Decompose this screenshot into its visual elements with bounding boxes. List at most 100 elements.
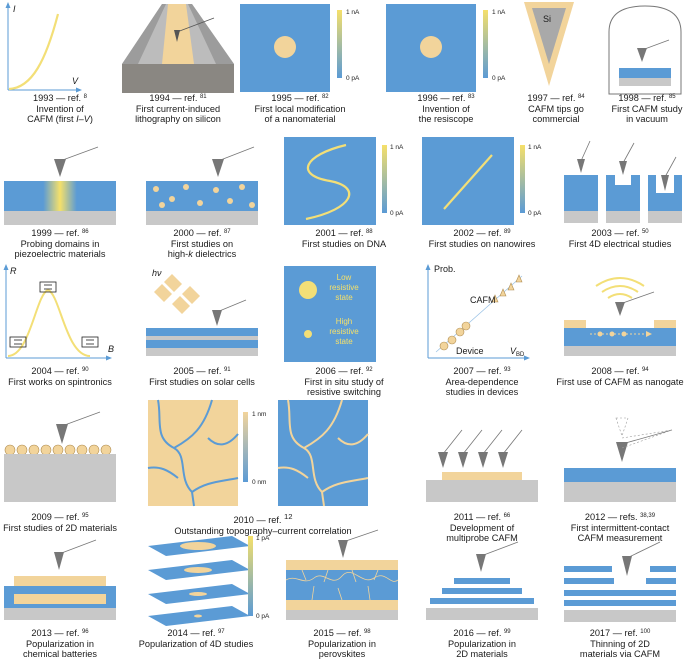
panel-2008: 2008 — ref. 94 First use of CAFM as nano… bbox=[556, 262, 684, 387]
panel-2006: Low resistive state High resistive state… bbox=[284, 262, 404, 397]
device-label: Device bbox=[456, 346, 484, 356]
svg-text:state: state bbox=[335, 293, 353, 302]
scale-min: 0 pA bbox=[390, 210, 404, 217]
caption-2004: 2004 — ref. 90 First works on spintronic… bbox=[8, 366, 112, 387]
svg-text:resistive: resistive bbox=[329, 283, 359, 292]
vbd-label: VBD bbox=[510, 346, 525, 358]
scale-max: 1 nA bbox=[528, 144, 542, 151]
si-label: Si bbox=[543, 14, 551, 24]
topography-current-illustration: 1 nm 0 nm bbox=[147, 399, 369, 507]
scale-min: 0 pA bbox=[346, 75, 360, 82]
scale-max: 1 nm bbox=[252, 411, 266, 418]
panel-1993: I V 1993 — ref. 8 Invention of CAFM (fir… bbox=[0, 0, 120, 124]
panel-2010: 1 nm 0 nm 2010 — ref. 12 Outstanding top… bbox=[147, 399, 418, 536]
axis-r-label: R bbox=[10, 266, 17, 276]
panel-2001: 1 nA 0 pA 2001 — ref. 88 First studies o… bbox=[284, 135, 404, 257]
caption-2014: 2014 — ref. 97 Popularization of 4D stud… bbox=[138, 628, 254, 649]
scale-min: 0 pA bbox=[256, 613, 270, 620]
caption-2009: 2009 — ref. 95 First studies of 2D mater… bbox=[3, 512, 117, 533]
panel-1995: 1 nA 0 pA 1995 — ref. 82 First local mod… bbox=[240, 0, 360, 124]
caption-2003: 2003 — ref. 50 First 4D electrical studi… bbox=[568, 228, 672, 249]
lithography-illustration bbox=[122, 4, 234, 93]
vacuum-chamber-illustration bbox=[608, 5, 682, 95]
panel-2004: R B 2004 — ref. 90 First works on spintr… bbox=[0, 262, 120, 387]
panel-2012: 2012 — refs. 38,39 First intermittent-co… bbox=[560, 408, 680, 543]
svg-text:state: state bbox=[335, 337, 353, 346]
panel-2005: hν 2005 — ref. 91 First studies on solar… bbox=[142, 262, 262, 387]
nanowire-illustration: 1 nA 0 pA bbox=[422, 137, 542, 225]
caption-2001: 2001 — ref. 88 First studies on DNA bbox=[301, 228, 387, 249]
2d-popularization-illustration bbox=[426, 541, 538, 620]
scale-max: 1 nA bbox=[390, 144, 404, 151]
high-k-illustration bbox=[146, 146, 258, 225]
hv-label: hν bbox=[152, 268, 162, 278]
scale-min: 0 pA bbox=[492, 75, 506, 82]
prob-label: Prob. bbox=[434, 264, 456, 274]
dna-illustration: 1 nA 0 pA bbox=[284, 137, 404, 225]
spintronics-illustration: R B bbox=[3, 264, 114, 361]
nanogate-illustration bbox=[564, 277, 676, 356]
axis-i-label: I bbox=[13, 4, 16, 14]
svg-text:High: High bbox=[336, 317, 352, 326]
caption-2012: 2012 — refs. 38,39 First intermittent-co… bbox=[570, 512, 670, 544]
solar-cell-illustration: hν bbox=[146, 268, 258, 356]
resistive-switching-illustration: Low resistive state High resistive state bbox=[284, 266, 376, 362]
resiscope-illustration: 1 nA 0 pA bbox=[386, 4, 506, 92]
2d-thinning-illustration bbox=[564, 541, 676, 622]
cafm-label: CAFM bbox=[470, 295, 496, 305]
local-modification-illustration: 1 nA 0 pA bbox=[240, 4, 360, 92]
caption-2005: 2005 — ref. 91 First studies on solar ce… bbox=[149, 366, 255, 387]
scale-min: 0 pA bbox=[528, 210, 542, 217]
4d-studies-illustration: 1 pA 0 pA bbox=[148, 535, 270, 626]
scale-max: 1 pA bbox=[256, 535, 270, 542]
panel-2002: 1 nA 0 pA 2002 — ref. 89 First studies o… bbox=[422, 135, 542, 257]
perovskite-illustration bbox=[285, 529, 399, 620]
axis-v-label: V bbox=[72, 76, 79, 86]
caption-1993: 1993 — ref. 8 Invention of CAFM (first I… bbox=[27, 93, 93, 125]
scale-max: 1 nA bbox=[346, 9, 360, 16]
caption-2002: 2002 — ref. 89 First studies on nanowire… bbox=[428, 228, 536, 249]
intermittent-contact-illustration bbox=[564, 417, 676, 502]
2d-materials-illustration bbox=[4, 411, 116, 502]
panel-2003: 2003 — ref. 50 First 4D electrical studi… bbox=[560, 135, 682, 257]
multiprobe-illustration bbox=[426, 429, 538, 502]
area-dependence-illustration: Prob. CAFM Device VBD bbox=[425, 264, 530, 361]
4d-electrical-illustration bbox=[564, 140, 682, 223]
panel-2009: 2009 — ref. 95 First studies of 2D mater… bbox=[0, 408, 120, 533]
cafm-tip-illustration: Si bbox=[524, 2, 574, 86]
piezoelectric-illustration bbox=[4, 146, 116, 225]
scale-min: 0 nm bbox=[252, 479, 266, 486]
panel-2014: 1 pA 0 pA 2014 — ref. 97 Popularization … bbox=[136, 530, 270, 652]
caption-2008: 2008 — ref. 94 First use of CAFM as nano… bbox=[556, 366, 684, 387]
caption-2010: 2010 — ref. 12 Outstanding topography–cu… bbox=[174, 512, 352, 536]
axis-b-label: B bbox=[108, 344, 114, 354]
svg-text:resistive: resistive bbox=[329, 327, 359, 336]
panel-2007: Prob. CAFM Device VBD 2007 — ref. 93 Are… bbox=[422, 262, 542, 397]
svg-text:Low: Low bbox=[337, 273, 352, 282]
battery-illustration bbox=[4, 539, 116, 620]
